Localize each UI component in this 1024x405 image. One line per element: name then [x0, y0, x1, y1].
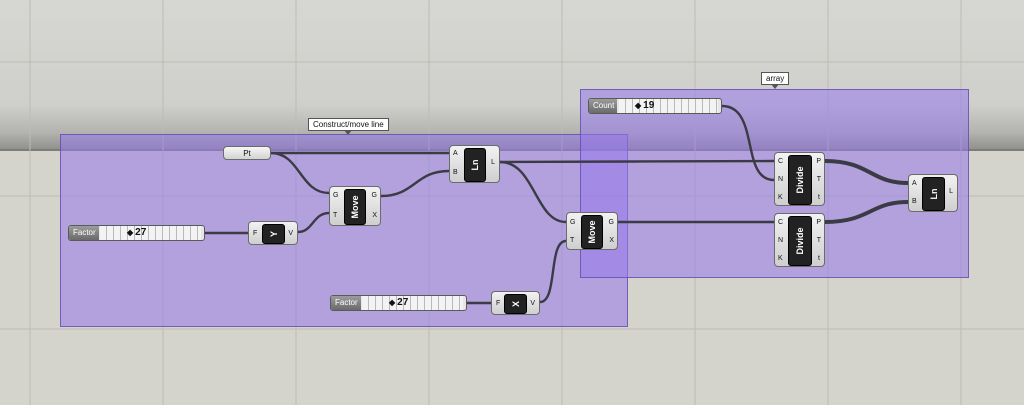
input-port-g[interactable]: G: [333, 192, 339, 199]
divide-curve-component-2[interactable]: C N K P T t Divide: [774, 213, 825, 267]
component-core: Divide: [788, 155, 812, 205]
output-port-g[interactable]: G: [608, 219, 614, 226]
component-name: X: [510, 300, 521, 308]
group-label-array[interactable]: array: [761, 72, 790, 89]
input-port-n[interactable]: N: [778, 237, 784, 244]
point-param[interactable]: Pt: [223, 146, 271, 160]
slider-value: ◆19: [635, 99, 654, 113]
component-name: Divide: [795, 227, 805, 255]
input-port-c[interactable]: C: [778, 158, 784, 165]
input-port-f[interactable]: F: [253, 230, 258, 237]
input-port-t[interactable]: T: [570, 237, 575, 244]
input-port-a[interactable]: A: [912, 180, 917, 187]
component-name: Move: [587, 220, 597, 244]
component-core: Ln: [922, 177, 945, 211]
factor-slider-x[interactable]: Factor ◆27: [330, 295, 467, 311]
output-port-l[interactable]: L: [491, 159, 495, 166]
slider-value-text: 19: [643, 100, 655, 111]
slider-track[interactable]: [362, 296, 463, 310]
input-port-a[interactable]: A: [453, 150, 458, 157]
slider-grip-icon[interactable]: ◆: [389, 298, 396, 307]
slider-value-text: 27: [397, 297, 409, 308]
slider-name: Factor: [69, 226, 99, 240]
slider-grip-icon[interactable]: ◆: [127, 228, 134, 237]
output-port-t[interactable]: T: [816, 176, 821, 183]
output-port-g[interactable]: G: [371, 192, 377, 199]
input-port-t[interactable]: T: [333, 212, 338, 219]
unit-y-component[interactable]: F V Y: [248, 221, 298, 245]
component-core: Move: [344, 189, 366, 225]
input-port-g[interactable]: G: [570, 219, 576, 226]
count-slider[interactable]: Count ◆19: [588, 98, 722, 114]
line-component-2[interactable]: A B L Ln: [908, 174, 958, 212]
component-core: X: [504, 294, 527, 314]
component-core: Ln: [464, 148, 486, 182]
input-port-b[interactable]: B: [453, 169, 458, 176]
move-component-2[interactable]: G T G X Move: [566, 212, 618, 250]
output-port-t-param[interactable]: t: [818, 194, 820, 201]
slider-value: ◆27: [127, 226, 146, 240]
slider-value: ◆27: [389, 296, 408, 310]
output-port-p[interactable]: P: [816, 158, 821, 165]
input-port-k[interactable]: K: [778, 194, 783, 201]
point-param-label: Pt: [243, 149, 251, 158]
slider-track[interactable]: [100, 226, 201, 240]
slider-name: Count: [589, 99, 617, 113]
slider-track[interactable]: [619, 99, 718, 113]
output-port-l[interactable]: L: [949, 188, 953, 195]
group-label-construct-move-line[interactable]: Construct/move line: [308, 118, 389, 135]
input-port-n[interactable]: N: [778, 176, 784, 183]
component-name: Y: [268, 230, 279, 238]
component-name: Divide: [795, 166, 805, 194]
slider-grip-icon[interactable]: ◆: [635, 101, 642, 110]
input-port-k[interactable]: K: [778, 255, 783, 262]
output-port-t[interactable]: T: [816, 237, 821, 244]
component-name: Move: [350, 195, 360, 219]
divide-curve-component-1[interactable]: C N K P T t Divide: [774, 152, 825, 206]
output-port-x[interactable]: X: [609, 237, 614, 244]
output-port-p[interactable]: P: [816, 219, 821, 226]
input-port-b[interactable]: B: [912, 198, 917, 205]
unit-x-component[interactable]: F V X: [491, 291, 540, 315]
move-component-1[interactable]: G T G X Move: [329, 186, 381, 226]
output-port-t-param[interactable]: t: [818, 255, 820, 262]
input-port-f[interactable]: F: [496, 300, 501, 307]
output-port-v[interactable]: V: [530, 300, 535, 307]
output-port-v[interactable]: V: [288, 230, 293, 237]
slider-value-text: 27: [135, 227, 147, 238]
input-port-c[interactable]: C: [778, 219, 784, 226]
component-core: Move: [581, 215, 603, 249]
line-component-1[interactable]: A B L Ln: [449, 145, 500, 183]
factor-slider-y[interactable]: Factor ◆27: [68, 225, 205, 241]
component-name: Ln: [470, 159, 480, 171]
output-port-x[interactable]: X: [372, 212, 377, 219]
component-name: Ln: [928, 188, 939, 200]
component-core: Y: [262, 224, 285, 244]
component-core: Divide: [788, 216, 812, 266]
slider-name: Factor: [331, 296, 361, 310]
